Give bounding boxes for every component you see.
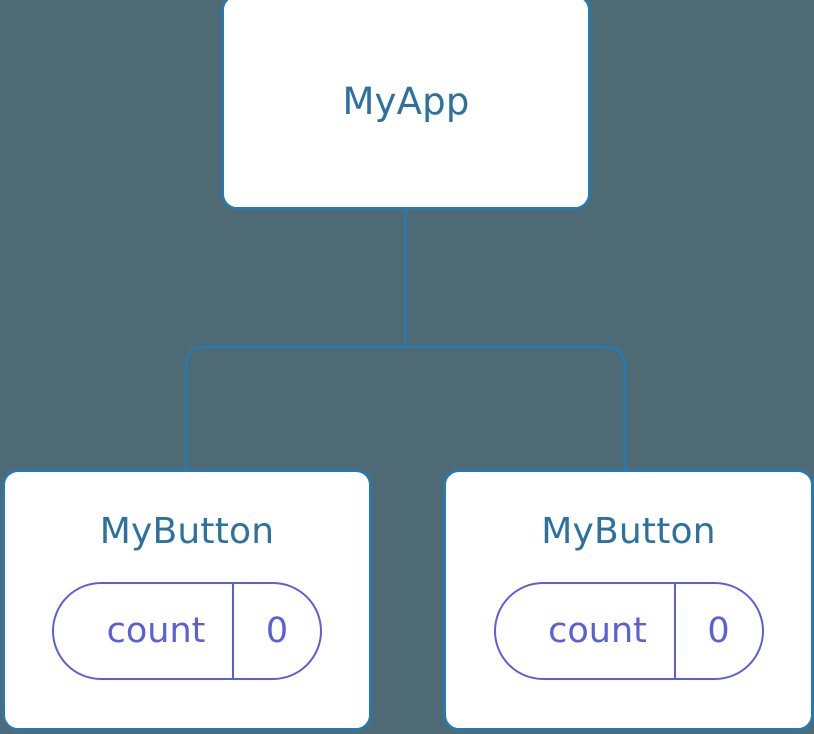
state-value: 0 (232, 583, 320, 678)
component-node-myapp[interactable]: MyApp (221, 0, 591, 210)
state-value: 0 (673, 583, 762, 678)
component-node-mybutton-right[interactable]: MyButton count 0 (443, 469, 814, 731)
state-key: count (548, 610, 647, 651)
component-node-title: MyButton (541, 511, 716, 552)
edge-root-to-child-left (184, 345, 406, 470)
component-node-title: MyButton (99, 511, 275, 552)
edge-root-to-child-right (405, 345, 627, 470)
state-pill[interactable]: count 0 (493, 581, 764, 680)
state-key: count (106, 610, 206, 651)
state-pill[interactable]: count 0 (52, 581, 322, 680)
component-node-title: MyApp (342, 79, 470, 123)
component-node-mybutton-left[interactable]: MyButton count 0 (2, 469, 372, 731)
